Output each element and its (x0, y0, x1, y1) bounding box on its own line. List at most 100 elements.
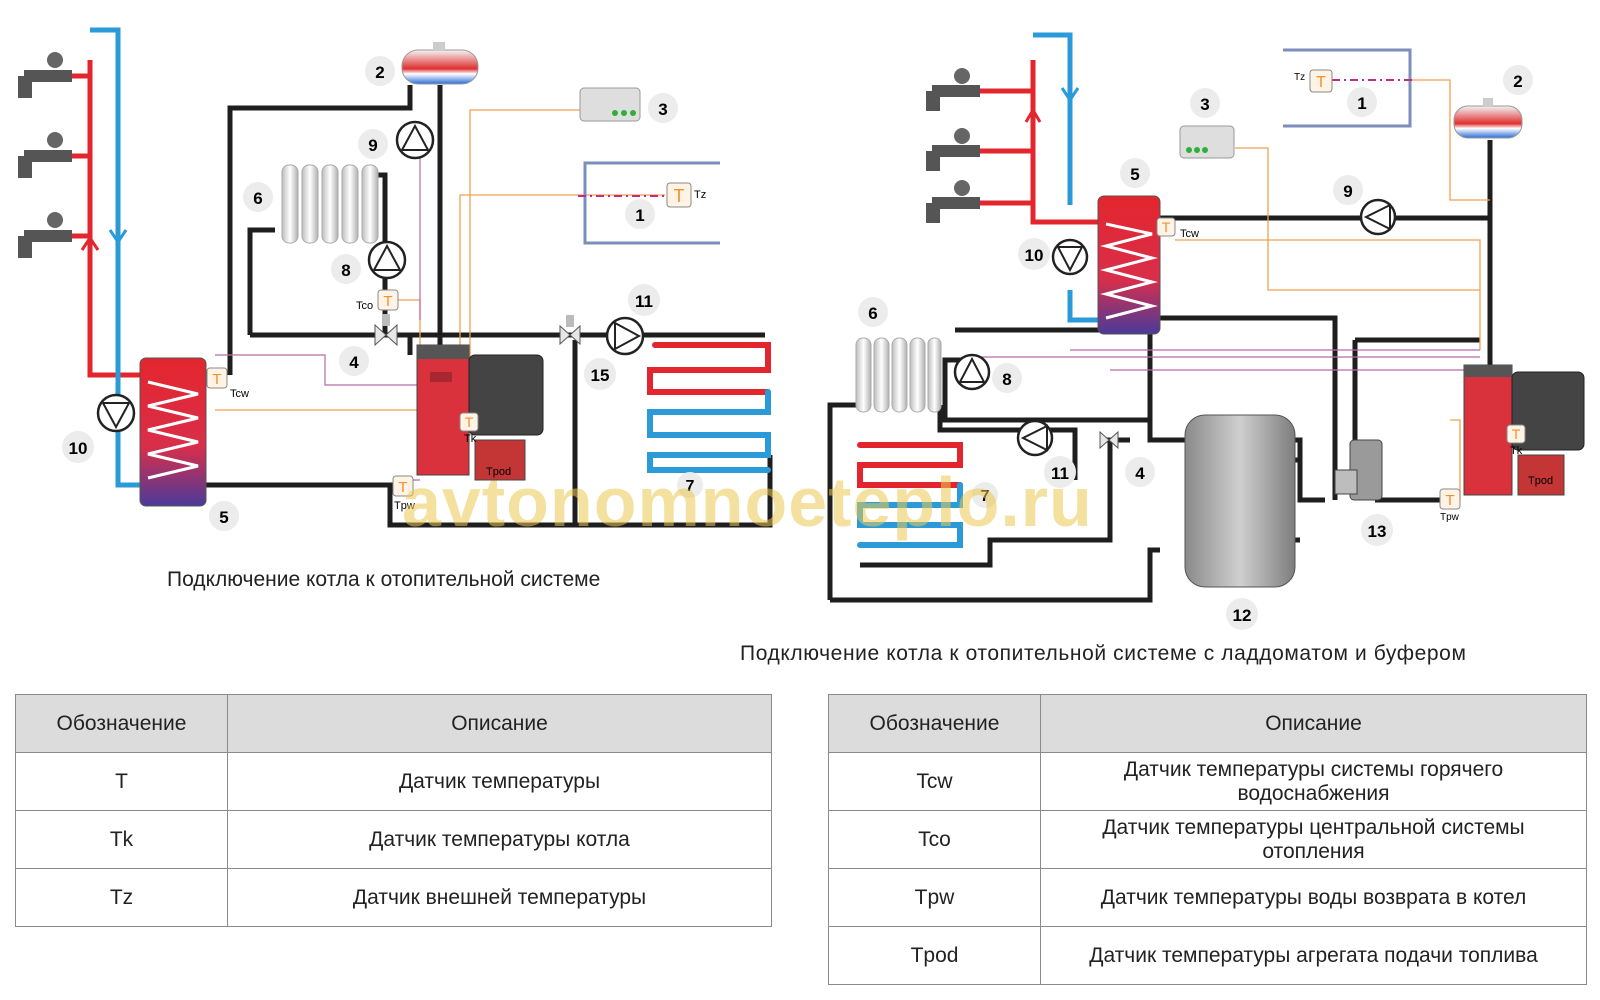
column-header-description: Описание (1040, 694, 1587, 753)
sensor-label-tpod: Tpod (486, 466, 511, 478)
number-badge: 7 (677, 472, 703, 498)
number-badge: 11 (1044, 456, 1076, 488)
number-badge: 12 (1226, 598, 1258, 630)
number-badge: 10 (1018, 238, 1050, 270)
sensor-label-tz: Tz (694, 189, 706, 201)
svg-text:4: 4 (1135, 464, 1145, 483)
legend-description: Датчик температуры системы горячего водо… (1040, 752, 1587, 811)
pellet-boiler (1463, 364, 1585, 496)
svg-text:6: 6 (868, 304, 877, 323)
faucet-icon (926, 180, 980, 223)
legend-description: Датчик температуры центральной системы о… (1040, 810, 1587, 869)
laddomat-unit (1334, 439, 1383, 501)
sensor-wires (1175, 79, 1490, 501)
column-header-description: Описание (227, 694, 772, 753)
sensor-label-tpw: Tpw (394, 500, 415, 512)
svg-text:7: 7 (686, 478, 695, 495)
svg-text:10: 10 (69, 439, 88, 458)
number-badge: 5 (209, 501, 239, 531)
number-badge: 3 (648, 93, 678, 123)
number-badge: 1 (1347, 87, 1377, 117)
number-badge: 4 (1125, 457, 1155, 487)
sensor-label-tco: Tco (356, 300, 373, 312)
cold-water-pipe (90, 27, 140, 488)
number-badge: 6 (858, 297, 888, 327)
three-way-valve-icon (559, 315, 581, 346)
number-badge: 13 (1361, 514, 1393, 546)
number-badge: 15 (584, 358, 616, 390)
underfloor-cold-loop (647, 389, 771, 473)
pump-icon (1016, 419, 1054, 457)
temperature-sensor-icon: T (1309, 69, 1333, 93)
sensor-wires (980, 349, 1480, 371)
svg-text:T: T (465, 414, 474, 430)
faucet-icon (18, 52, 72, 98)
svg-text:T: T (212, 371, 221, 388)
number-badge: 10 (62, 431, 94, 463)
sensor-label-tcw: Tcw (1180, 228, 1199, 240)
sensor-label-tz: Tz (1294, 72, 1305, 83)
pump-icon (1051, 238, 1089, 276)
svg-text:T: T (398, 479, 407, 496)
temperature-sensor-icon: T (1156, 217, 1176, 237)
pump-icon (395, 120, 435, 160)
right-diagram-caption: Подключение котла к отопительной системе… (740, 642, 1467, 665)
svg-text:T: T (383, 293, 392, 310)
radiator (281, 164, 379, 244)
svg-text:T: T (1512, 426, 1521, 442)
sensor-label-tk: Tk (1510, 445, 1523, 457)
svg-text:8: 8 (1002, 370, 1011, 389)
temperature-sensor-icon: T (206, 367, 228, 389)
temperature-sensor-icon: T (459, 412, 479, 432)
table-header-row: Обозначение Описание (828, 694, 1587, 753)
underfloor-hot-loop (647, 342, 771, 395)
cold-water-pipe (1033, 32, 1098, 323)
svg-text:6: 6 (253, 189, 262, 208)
three-way-valve-icon (1099, 430, 1119, 450)
legend-symbol: Tcw (828, 752, 1041, 811)
left-diagram-caption: Подключение котла к отопительной системе (167, 568, 601, 591)
svg-text:9: 9 (368, 136, 377, 155)
underfloor-cold-loop (857, 482, 963, 548)
pump-icon (605, 316, 645, 356)
number-badge: 11 (628, 284, 660, 316)
pump-icon (96, 393, 136, 433)
buffer-tank (1184, 414, 1296, 588)
legend-description: Датчик температуры агрегата подачи топли… (1040, 926, 1587, 985)
heating-pipes (205, 85, 773, 528)
temperature-sensor-icon: T (392, 475, 414, 497)
three-way-valve-icon (374, 314, 398, 347)
faucet-icon (18, 212, 72, 258)
svg-text:T: T (1445, 492, 1454, 509)
number-badge: 8 (331, 254, 361, 284)
site-watermark: avtonomnoeteplo.ru (402, 463, 1093, 541)
svg-text:8: 8 (341, 261, 350, 280)
legend-description: Датчик температуры котла (227, 810, 772, 869)
left-diagram: T T T T T Tz Tco Tcw Tk Tpod Tpw 1 2 3 4… (18, 27, 773, 531)
expansion-tank (1453, 98, 1523, 139)
svg-text:T: T (1316, 74, 1326, 91)
controller-unit (579, 87, 641, 122)
sensor-label-tpod: Tpod (1528, 475, 1553, 487)
flow-arrow-icon (80, 235, 100, 251)
number-badge: 6 (243, 182, 273, 212)
column-header-symbol: Обозначение (828, 694, 1041, 753)
faucet-icon (926, 68, 980, 111)
legend-symbol: Tpw (828, 868, 1041, 927)
svg-text:11: 11 (635, 292, 653, 311)
svg-text:T: T (1162, 219, 1171, 235)
column-header-symbol: Обозначение (15, 694, 228, 753)
svg-text:1: 1 (635, 206, 644, 225)
radiator (855, 337, 942, 413)
sensor-label-tcw: Tcw (230, 388, 249, 400)
number-badge: 4 (339, 346, 369, 376)
svg-text:13: 13 (1368, 522, 1387, 541)
svg-text:3: 3 (1200, 95, 1209, 114)
table-header-row: Обозначение Описание (15, 694, 772, 753)
